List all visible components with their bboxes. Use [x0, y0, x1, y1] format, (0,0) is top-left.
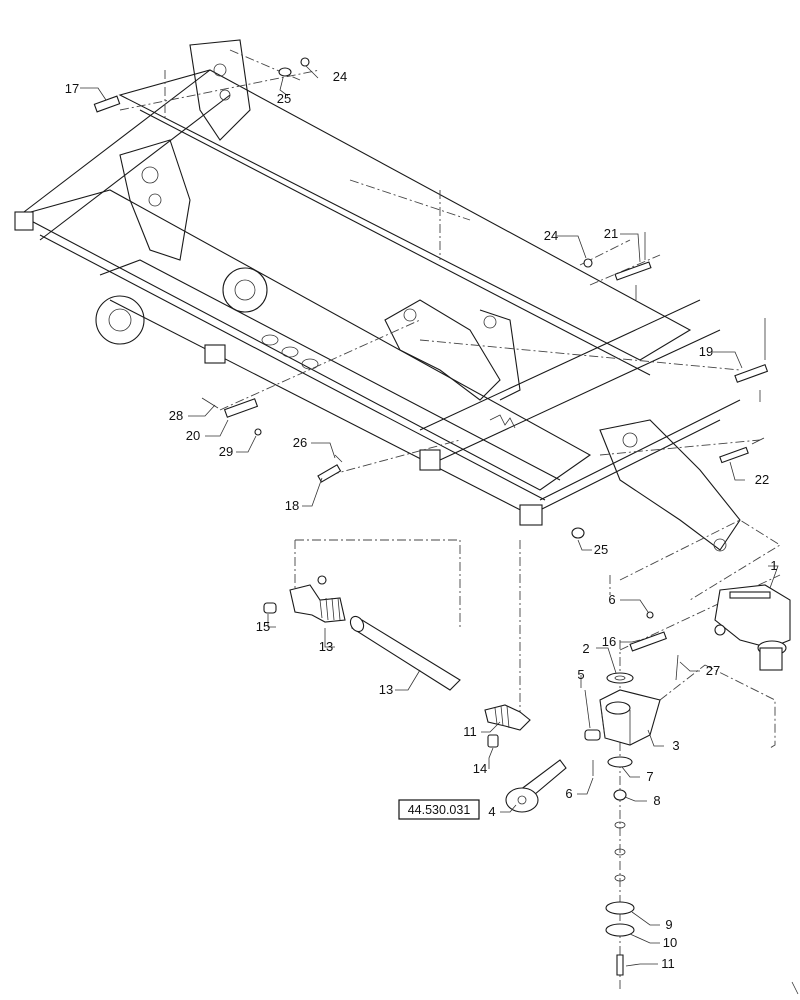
pin-20-icon	[734, 318, 769, 402]
clip-25-icon	[278, 67, 292, 77]
callout-13: 13	[379, 682, 393, 697]
callout-6: 6	[565, 786, 572, 801]
bolt-11-icon	[616, 954, 624, 976]
pin-21-icon	[201, 397, 262, 436]
callout-2: 2	[582, 641, 589, 656]
washer-7-icon	[607, 756, 633, 768]
pin-24-icon	[300, 57, 310, 67]
bolt-27-icon	[675, 654, 679, 681]
pin-18-icon	[93, 95, 121, 113]
callout-4: 4	[488, 804, 495, 819]
callout-24: 24	[544, 228, 558, 243]
pin-24-right-icon	[583, 258, 593, 268]
upper-hardware	[93, 57, 769, 539]
spindle-4-icon	[505, 759, 567, 813]
pivot-block-3-icon	[584, 689, 661, 746]
callout-23: 22	[755, 472, 769, 487]
callout-5: 5	[577, 667, 584, 682]
clevis-12-icon	[484, 704, 531, 748]
callout-20: 19	[699, 344, 713, 359]
callout-25: 25	[594, 542, 608, 557]
callout-1: 1	[770, 558, 777, 573]
yoke-1-icon	[714, 584, 791, 671]
callout-22: 21	[604, 226, 618, 241]
frame-assembly	[14, 39, 761, 552]
callout-6: 6	[608, 592, 615, 607]
clip-25-bottom-icon	[571, 527, 585, 539]
reference-box[interactable]: 44.530.031	[398, 799, 480, 820]
callout-8: 8	[653, 793, 660, 808]
leader-lines	[80, 65, 779, 967]
callout-24: 24	[333, 69, 347, 84]
callout-12: 11	[463, 724, 477, 739]
bearing-9-icon	[605, 901, 635, 915]
callout-15: 14	[473, 761, 487, 776]
clevis-14-icon	[263, 575, 346, 623]
pin-17-icon	[629, 631, 667, 652]
callout-29: 29	[219, 444, 233, 459]
callout-14: 13	[319, 639, 333, 654]
callout-19: 18	[285, 498, 299, 513]
tube-13-icon	[349, 615, 461, 691]
callout-26: 26	[293, 435, 307, 450]
reference-number: 44.530.031	[408, 803, 471, 817]
pin-23-icon	[719, 437, 765, 464]
callout-7: 7	[646, 769, 653, 784]
callout-18: 17	[65, 81, 79, 96]
callout-21: 20	[186, 428, 200, 443]
callout-10: 10	[663, 935, 677, 950]
callout-labels: 17 25 24 24 21 19 28 20 29 26 18 22 25 1…	[65, 69, 778, 971]
pin-22-icon	[614, 232, 652, 300]
callout-25: 25	[277, 91, 291, 106]
cap-10-icon	[605, 923, 635, 937]
callout-17: 16	[602, 634, 616, 649]
pin-19-icon	[317, 454, 343, 483]
washer-2-icon	[606, 672, 634, 684]
bolt-5-icon	[584, 689, 591, 729]
callout-3: 3	[672, 738, 679, 753]
callout-16: 15	[256, 619, 270, 634]
callout-11: 11	[661, 956, 675, 971]
nut-8-icon	[613, 789, 627, 801]
callout-27: 27	[706, 663, 720, 678]
callout-9: 9	[665, 917, 672, 932]
corner-mark	[791, 981, 799, 995]
callout-28: 28	[169, 408, 183, 423]
bolt-6-top-icon	[646, 611, 654, 619]
